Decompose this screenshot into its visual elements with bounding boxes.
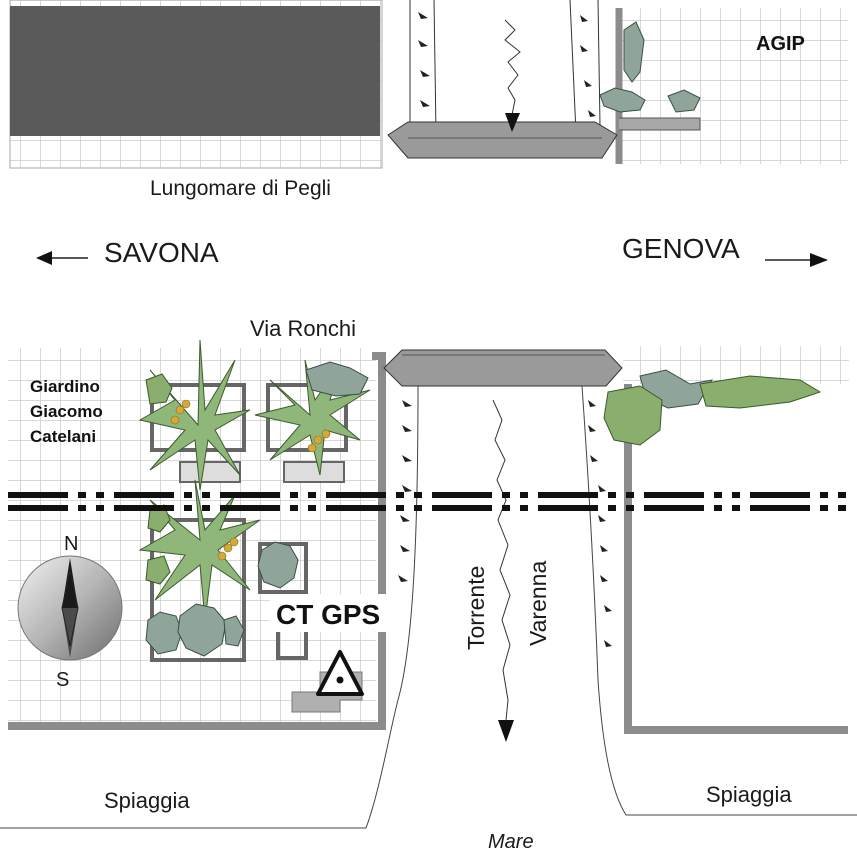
upper-bridge	[387, 121, 618, 159]
lungomare-label: Lungomare di Pegli	[150, 177, 331, 200]
mare-label: Mare	[488, 831, 534, 853]
ct-gps-label: CT GPS	[276, 599, 380, 630]
upper-stream-channel	[387, 0, 618, 159]
lower-stream-channel	[0, 12, 857, 829]
giardino-label-line1: Giardino	[30, 377, 100, 396]
vegetation	[138, 21, 822, 657]
tree-canopy-icon	[145, 21, 713, 657]
giardino-label-line3: Catelani	[30, 427, 96, 446]
genova-label: GENOVA	[622, 233, 740, 264]
bush-icon	[145, 373, 822, 585]
compass-rose-icon: N S	[17, 533, 123, 691]
railway-line	[8, 492, 852, 511]
triangle-survey-marker-icon	[316, 650, 364, 696]
lower-bridge	[383, 349, 623, 387]
spiaggia-right-label: Spiaggia	[706, 782, 792, 807]
savona-label: SAVONA	[104, 237, 219, 268]
varenna-label: Varenna	[525, 561, 551, 646]
top-right-block	[615, 8, 848, 164]
top-left-block	[9, 0, 383, 169]
ct-gps-label-bg	[270, 594, 402, 632]
torrente-label: Torrente	[463, 566, 489, 650]
north-label: N	[64, 533, 78, 555]
dark-building	[10, 6, 380, 136]
flow-direction-arrow-icon	[505, 113, 520, 132]
savona-direction: SAVONA	[36, 237, 219, 268]
south-label: S	[56, 669, 69, 691]
agip-label: AGIP	[756, 33, 805, 55]
spiaggia-left-label: Spiaggia	[104, 788, 190, 813]
giardino-label-line2: Giacomo	[30, 402, 103, 421]
flow-direction-arrow-icon	[498, 720, 514, 742]
genova-direction: GENOVA	[622, 233, 828, 267]
via-ronchi-label: Via Ronchi	[250, 316, 356, 341]
